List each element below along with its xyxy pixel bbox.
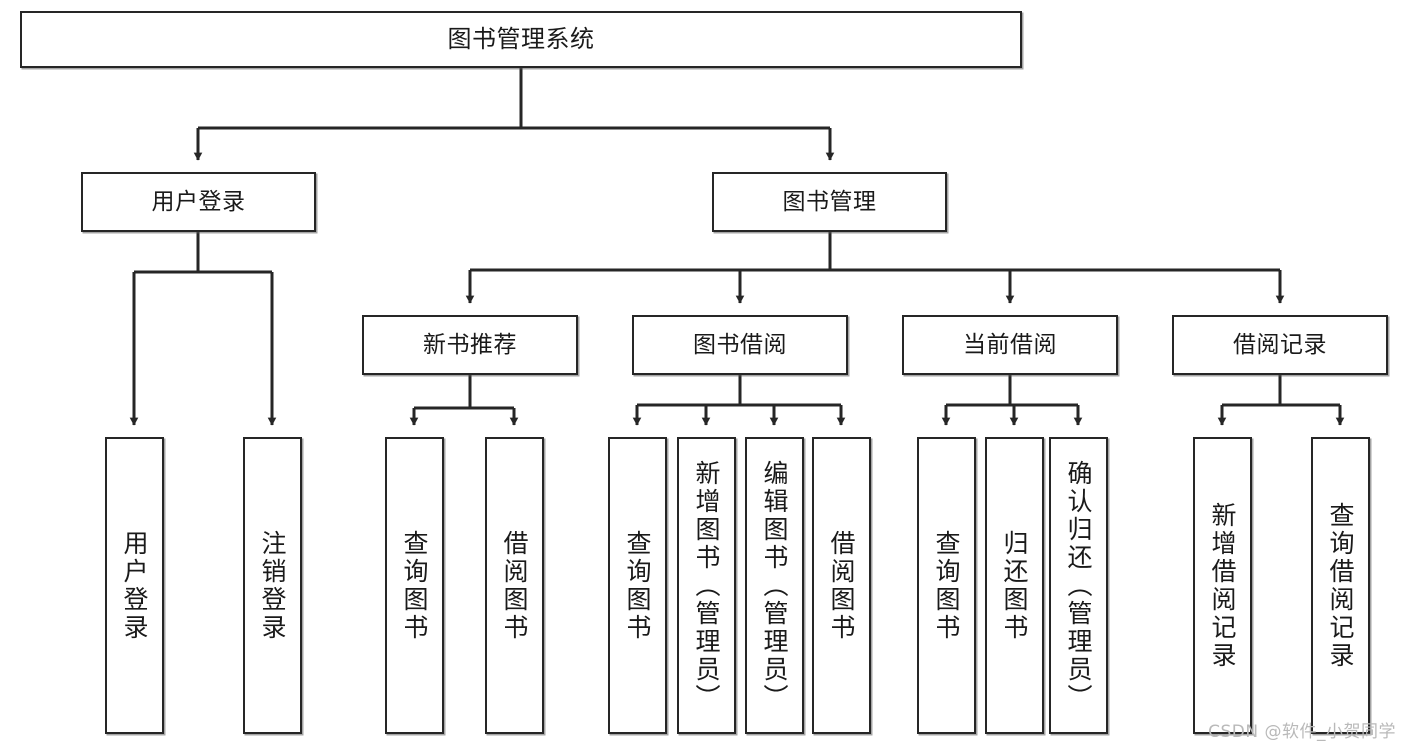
node-user-login[interactable]: 用户登录 [81,172,316,232]
node-leaf-borrow-book-recommend[interactable]: 借阅图书 [485,437,544,734]
node-label: 新增图书（管理员） [692,459,721,712]
node-label: 查询图书 [400,529,429,642]
node-label: 图书管理系统 [447,24,595,53]
node-label: 编辑图书（管理员） [760,459,789,712]
node-leaf-add-book[interactable]: 新增图书（管理员） [677,437,736,734]
node-leaf-query-book-recommend[interactable]: 查询图书 [385,437,444,734]
node-label: 查询借阅记录 [1326,501,1355,670]
node-label: 新增借阅记录 [1208,501,1237,670]
node-borrow-record[interactable]: 借阅记录 [1172,315,1388,375]
node-leaf-confirm-return[interactable]: 确认归还（管理员） [1049,437,1108,734]
node-label: 借阅记录 [1233,331,1327,358]
csdn-watermark: CSDN @软件_小贺同学 [1208,722,1396,742]
node-label: 查询图书 [623,529,652,642]
node-current-borrow[interactable]: 当前借阅 [902,315,1118,375]
node-root-book-management-system[interactable]: 图书管理系统 [20,11,1022,68]
node-leaf-add-borrow-record[interactable]: 新增借阅记录 [1193,437,1252,734]
node-leaf-return-book[interactable]: 归还图书 [985,437,1044,734]
node-book-management[interactable]: 图书管理 [712,172,947,232]
node-leaf-borrow-book[interactable]: 借阅图书 [812,437,871,734]
node-label: 当前借阅 [963,331,1057,358]
node-leaf-edit-book[interactable]: 编辑图书（管理员） [745,437,804,734]
node-label: 借阅图书 [827,529,856,642]
node-leaf-logout[interactable]: 注销登录 [243,437,302,734]
node-leaf-query-book-borrow[interactable]: 查询图书 [608,437,667,734]
node-label: 归还图书 [1000,529,1029,642]
node-label: 图书借阅 [693,331,787,358]
node-leaf-query-borrow-record[interactable]: 查询借阅记录 [1311,437,1370,734]
node-label: 查询图书 [932,529,961,642]
node-book-borrow[interactable]: 图书借阅 [632,315,848,375]
node-label: 注销登录 [258,529,287,642]
node-label: 确认归还（管理员） [1064,459,1093,712]
node-label: 用户登录 [120,529,149,642]
node-label: 借阅图书 [500,529,529,642]
node-label: 用户登录 [151,188,246,215]
node-label: 新书推荐 [423,331,517,358]
node-new-book-recommend[interactable]: 新书推荐 [362,315,578,375]
node-leaf-query-book-current[interactable]: 查询图书 [917,437,976,734]
node-leaf-user-login[interactable]: 用户登录 [105,437,164,734]
node-label: 图书管理 [782,188,877,215]
